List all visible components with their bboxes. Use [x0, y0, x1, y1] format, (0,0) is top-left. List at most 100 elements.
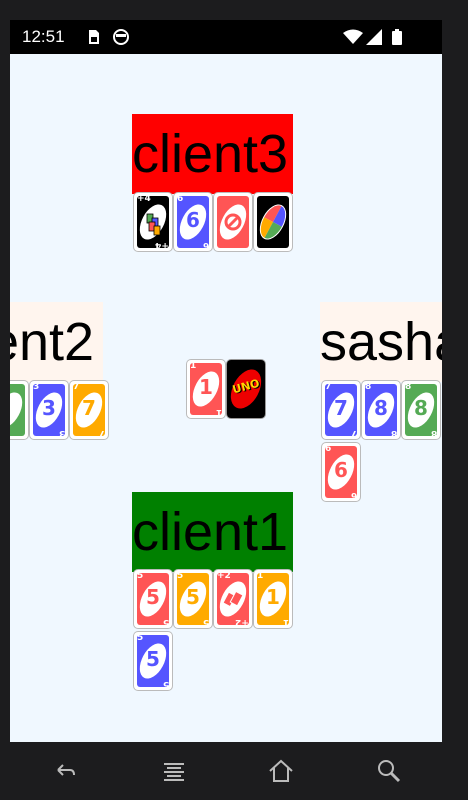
card-corner-top: 1: [190, 361, 197, 371]
card-oval-icon: [327, 454, 355, 490]
card-corner-bottom: 7: [98, 428, 105, 438]
sim-card-icon: [89, 30, 99, 44]
card-oval-icon: [35, 392, 63, 428]
card-oval-icon: [139, 204, 167, 240]
card-value: 1: [266, 585, 280, 609]
card-top-0[interactable]: +4 +4: [134, 193, 172, 251]
card-corner-top: 3: [33, 382, 40, 392]
player-name-bottom: client1: [132, 502, 289, 562]
search-icon[interactable]: [374, 756, 404, 786]
card-corner-bottom: 8: [430, 428, 437, 438]
player-label-top: client3: [132, 114, 293, 194]
player-label-right: sasha: [320, 302, 442, 382]
card-oval-icon: [139, 643, 167, 679]
card-corner-top: 7: [325, 382, 332, 392]
card-value: 5: [186, 585, 200, 609]
card-oval-icon: [327, 392, 355, 428]
player-label-top-bg: [132, 114, 293, 194]
battery-icon: [392, 29, 402, 45]
card-value: 5: [146, 585, 160, 609]
status-bar: [10, 20, 442, 54]
card-oval-icon: [192, 371, 220, 407]
card-value: 8: [374, 396, 388, 420]
card-corner-top: 5: [137, 571, 144, 581]
card-oval-icon: [139, 581, 167, 617]
player-name-left: client2: [10, 312, 95, 372]
card-value: 8: [414, 396, 428, 420]
card-corner-bottom: +4: [155, 240, 169, 250]
card-top-3[interactable]: [254, 193, 292, 251]
card-corner-bottom: 5: [162, 617, 169, 627]
player-name-right: sasha: [320, 312, 442, 372]
card-oval-icon: [75, 392, 103, 428]
card-oval-icon: [10, 392, 23, 428]
deck-logo-icon: [230, 369, 262, 409]
player-label-bottom: client1: [132, 492, 293, 572]
card-value: 1: [199, 375, 213, 399]
card-oval-icon: [219, 204, 247, 240]
card-value: 6: [186, 208, 200, 232]
card-oval-icon: [367, 392, 395, 428]
card-corner-bottom: 5: [202, 617, 209, 627]
card-corner-bottom: 5: [162, 679, 169, 689]
card-oval-icon: [219, 581, 247, 617]
card-bottom-2[interactable]: +2+2: [214, 570, 252, 628]
card-oval-icon: [259, 581, 287, 617]
card-corner-bottom: 3: [58, 428, 65, 438]
card-oval-icon: [179, 204, 207, 240]
card-corner-top: 8: [405, 382, 412, 392]
status-time: 12:51: [22, 27, 65, 46]
home-icon[interactable]: [266, 756, 296, 786]
card-value: 7: [334, 396, 348, 420]
card-corner-top: 1: [257, 571, 264, 581]
wifi-icon: [343, 29, 363, 44]
player-name-top: client3: [132, 124, 289, 184]
card-value: 7: [82, 396, 96, 420]
card-oval-icon: [407, 392, 435, 428]
card-corner-bottom: 6: [202, 240, 209, 250]
card-corner-top: 8: [365, 382, 372, 392]
card-corner-bottom: 1: [215, 407, 222, 417]
card-corner-bottom: 6: [350, 490, 357, 500]
card-value: 3: [42, 396, 56, 420]
card-left-0[interactable]: [10, 381, 28, 439]
card-value: 6: [334, 458, 348, 482]
card-corner-bottom: +2: [235, 617, 249, 627]
card-oval-icon: [255, 201, 291, 243]
card-value: 5: [146, 647, 160, 671]
card-oval-icon: [179, 581, 207, 617]
card-corner-top: 5: [137, 633, 144, 643]
menu-icon[interactable]: [159, 756, 189, 786]
player-label-bottom-bg: [132, 492, 293, 572]
app-notification-icon: [113, 29, 129, 45]
card-corner-top: 7: [73, 382, 80, 392]
card-corner-top: 6: [325, 444, 332, 454]
player-label-left: client2: [10, 302, 103, 382]
back-icon[interactable]: [50, 756, 80, 786]
player-label-left-bg: [10, 302, 103, 382]
card-corner-bottom: 8: [390, 428, 397, 438]
signal-icon: [366, 29, 382, 45]
card-corner-bottom: 1: [282, 617, 289, 627]
player-label-right-bg: [320, 302, 442, 382]
navigation-bar: [0, 742, 468, 800]
card-top-2[interactable]: [214, 193, 252, 251]
card-corner-bottom: 7: [350, 428, 357, 438]
card-corner-top: 5: [177, 571, 184, 581]
draw-deck[interactable]: UNO: [227, 360, 265, 418]
card-corner-top: +4: [137, 194, 151, 204]
